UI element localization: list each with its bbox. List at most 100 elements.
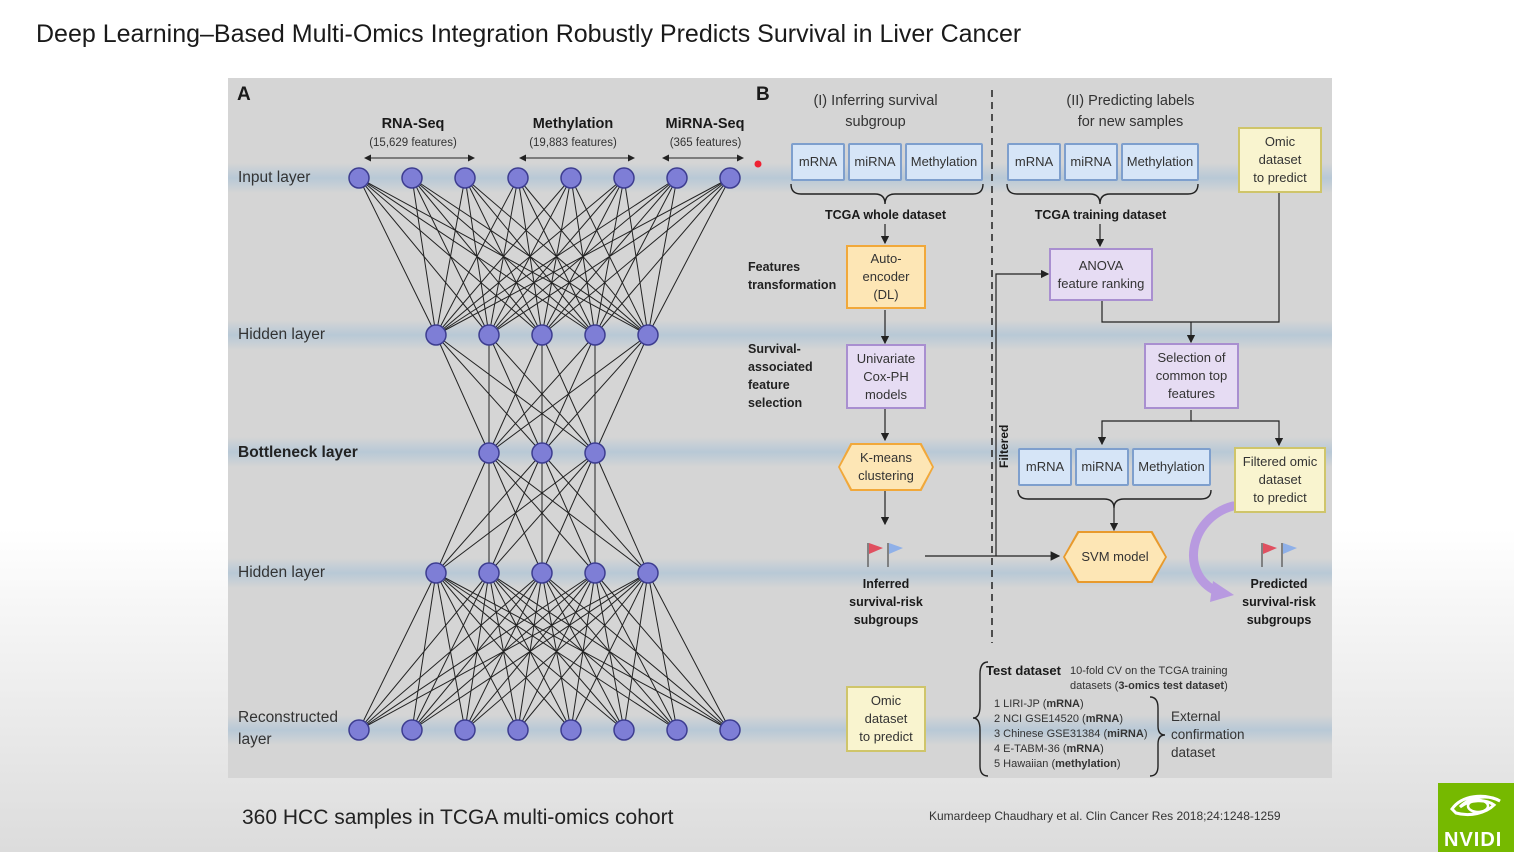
section-2-line2: for new samples: [1077, 114, 1184, 130]
selection-common-line2: common top: [1155, 368, 1228, 383]
external-dataset-list: 1 LIRI-JP (mRNA) 2 NCI GSE14520 (mRNA) 3…: [994, 697, 1147, 772]
predicted-line3: subgroups: [1246, 613, 1312, 627]
reconstructed-layer-label-2: layer: [238, 731, 272, 748]
external-item-1: 1 LIRI-JP (mRNA): [994, 698, 1084, 710]
kmeans-line2: clustering: [858, 468, 914, 483]
autoencoder-line3: (DL): [873, 287, 899, 302]
omic-to-predict-line2: dataset: [1258, 152, 1302, 167]
network-node: [531, 562, 553, 584]
slide-title: Deep Learning–Based Multi-Omics Integrat…: [36, 20, 1022, 48]
tcga-training-label: TCGA training dataset: [1034, 208, 1167, 222]
network-edge: [594, 177, 731, 336]
svm-hex-border: SVM model: [1063, 531, 1167, 583]
test-dataset-title: Test dataset: [986, 663, 1061, 678]
external-label-line1: External: [1171, 709, 1221, 724]
network-edge: [435, 177, 519, 336]
network-edge: [488, 334, 543, 454]
network-edge: [647, 572, 678, 731]
omic-mrna-box-2: mRNA: [1007, 143, 1061, 181]
omic-mirna-box: miRNA: [848, 143, 902, 181]
network-node: [401, 167, 423, 189]
autoencoder-line1: Auto-: [870, 251, 902, 266]
network-node: [666, 167, 688, 189]
omic-bottom-line1: Omic: [870, 693, 902, 708]
external-label-line3: dataset: [1171, 745, 1216, 760]
network-node: [719, 167, 741, 189]
network-edge: [623, 572, 649, 731]
predicted-line2: survival-risk: [1242, 595, 1316, 609]
network-edge: [358, 177, 437, 336]
network-edge: [358, 572, 596, 731]
features-transformation-label: Features transformation: [748, 258, 836, 294]
methylation-header: Methylation: [532, 116, 614, 132]
omic-mirna-label-3: miRNA: [1081, 459, 1123, 474]
omic-bottom-line2: dataset: [864, 711, 908, 726]
survival-selection-line1: Survival-: [748, 342, 801, 356]
cox-line2: Cox-PH: [863, 368, 909, 384]
nvidia-eye-icon: [1450, 794, 1501, 817]
external-item-4: 4 E-TABM-36 (mRNA): [994, 743, 1104, 755]
omic-methylation-box-2: Methylation: [1121, 143, 1199, 181]
network-edge: [594, 452, 649, 574]
omic-to-predict-line1: Omic: [1264, 134, 1296, 149]
filtered-omic-line1: Filtered omic: [1242, 454, 1318, 469]
network-node: [666, 719, 688, 741]
network-edge: [647, 177, 731, 336]
tcga-whole-label: TCGA whole dataset: [824, 208, 947, 222]
network-node: [507, 719, 529, 741]
inferred-line3: subgroups: [853, 613, 919, 627]
network-node: [478, 324, 500, 346]
hidden-layer-label: Hidden layer: [238, 326, 326, 343]
cox-line1: Univariate: [856, 350, 916, 366]
omic-to-predict-box: Omic dataset to predict: [1238, 127, 1322, 193]
omic-bottom-line3: to predict: [859, 729, 913, 744]
mirnaseq-features: (365 features): [669, 137, 742, 149]
features-transformation-line2: transformation: [748, 278, 837, 292]
survival-selection-line4: selection: [748, 396, 803, 410]
network-edge: [435, 334, 490, 454]
filtered-omic-box: Filtered omic dataset to predict: [1234, 447, 1326, 513]
network-node: [637, 562, 659, 584]
selection-common-line1: Selection of: [1157, 350, 1226, 365]
network-node: [348, 719, 370, 741]
omic-mrna-box-3: mRNA: [1018, 448, 1072, 486]
network-node: [454, 167, 476, 189]
inferred-line2: survival-risk: [849, 595, 923, 609]
network-edge: [358, 572, 490, 731]
network-edge: [464, 572, 649, 731]
network-node: [507, 167, 529, 189]
network-node: [560, 719, 582, 741]
anova-box: ANOVA feature ranking: [1049, 248, 1153, 301]
network-edge: [435, 177, 678, 336]
survival-selection-line3: feature: [748, 378, 790, 392]
kmeans-line1: K-means: [859, 450, 912, 465]
network-node: [454, 719, 476, 741]
test-dataset-desc-line1: 10-fold CV on the TCGA training: [1070, 665, 1228, 677]
omic-mrna-label: mRNA: [798, 154, 838, 169]
svm-box: SVM model: [1065, 533, 1165, 581]
network-node: [531, 442, 553, 464]
network-edge: [488, 334, 596, 454]
omic-mirna-label-2: miRNA: [1070, 154, 1112, 169]
anova-line2: feature ranking: [1057, 275, 1145, 291]
network-node: [425, 324, 447, 346]
omic-methylation-label-2: Methylation: [1126, 154, 1194, 169]
network-node: [719, 719, 741, 741]
filtered-omic-line3: to predict: [1253, 490, 1307, 505]
diagram-connectors: [348, 90, 1297, 777]
methylation-features: (19,883 features): [529, 137, 617, 149]
survival-selection-label: Survival- associated feature selection: [748, 340, 813, 412]
reconstructed-layer-label: Reconstructed: [238, 709, 338, 726]
rnaseq-header: RNA-Seq: [381, 116, 445, 132]
selection-common-line3: features: [1168, 386, 1215, 401]
bottleneck-layer-label: Bottleneck layer: [238, 444, 358, 461]
external-item-2: 2 NCI GSE14520 (mRNA): [994, 713, 1124, 725]
network-node: [401, 719, 423, 741]
network-edge: [488, 452, 596, 574]
svm-label: SVM model: [1081, 549, 1149, 564]
selection-common-box: Selection of common top features: [1144, 343, 1239, 409]
external-item-3: 3 Chinese GSE31384 (miRNA): [994, 728, 1148, 740]
rnaseq-features: (15,629 features): [369, 137, 457, 149]
input-layer-label: Input layer: [238, 169, 311, 186]
network-edge: [647, 572, 731, 731]
